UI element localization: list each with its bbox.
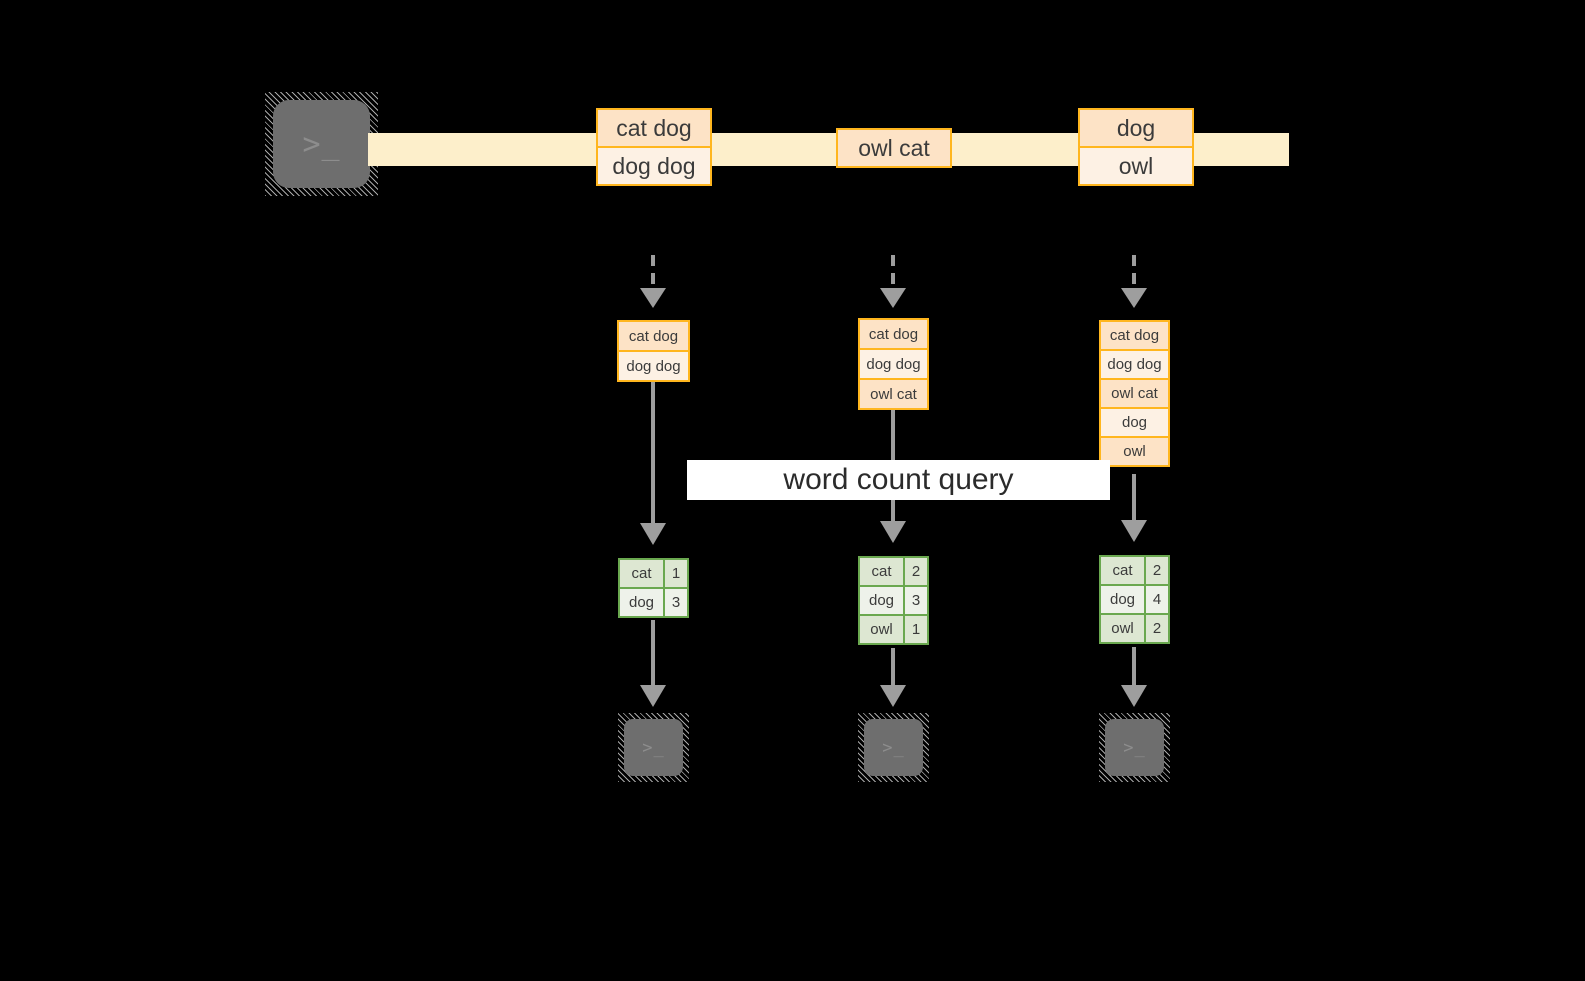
record-row: dog dog (596, 146, 712, 186)
terminal-body (864, 719, 923, 776)
query-label: word count query (783, 463, 1014, 496)
result-count-cell: 3 (903, 585, 929, 616)
terminal-body (624, 719, 683, 776)
result-count-cell: 3 (663, 587, 689, 618)
terminal-body (273, 100, 370, 188)
terminal-prompt-glyph: >_ (882, 737, 905, 758)
snapshot-3-tap-line (1132, 255, 1136, 290)
table-row: cat 2 (858, 556, 929, 587)
result-word-cell: dog (618, 587, 665, 618)
record-row: cat dog (596, 108, 712, 148)
result-word-cell: owl (858, 614, 905, 645)
snapshot-3-tap-arrowhead (1121, 288, 1147, 308)
snapshot-2-input-table: cat dog dog dog owl cat (858, 318, 929, 410)
result-count-cell: 2 (1144, 613, 1170, 644)
result-word-cell: cat (1099, 555, 1146, 586)
record-row: dog (1078, 108, 1194, 148)
result-count-cell: 2 (903, 556, 929, 587)
snapshot-3-result-table: cat 2 dog 4 owl 2 (1099, 555, 1170, 644)
snapshot-3-sink-terminal-icon: >_ (1099, 713, 1170, 782)
snapshot-1-result-table: cat 1 dog 3 (618, 558, 689, 618)
result-count-cell: 2 (1144, 555, 1170, 586)
snapshot-1-sink-terminal-icon: >_ (618, 713, 689, 782)
snapshot-1-query-line (651, 382, 655, 525)
terminal-prompt-glyph: >_ (1123, 737, 1146, 758)
snapshot-2-query-arrowhead (880, 521, 906, 543)
result-word-cell: dog (858, 585, 905, 616)
snapshot-1-tap-arrowhead (640, 288, 666, 308)
terminal-prompt-glyph: >_ (302, 126, 341, 162)
snapshot-1-sink-arrowhead (640, 685, 666, 707)
record-row: dog (1099, 407, 1170, 438)
record-group-3: dog owl (1078, 108, 1194, 186)
record-row: owl cat (836, 128, 952, 168)
source-terminal-icon: >_ (265, 92, 378, 196)
record-group-2: owl cat (836, 128, 952, 168)
table-row: owl 2 (1099, 613, 1170, 644)
record-row: dog dog (617, 350, 690, 382)
terminal-prompt-glyph: >_ (642, 737, 665, 758)
terminal-body (1105, 719, 1164, 776)
record-row: cat dog (1099, 320, 1170, 351)
record-row: cat dog (858, 318, 929, 350)
snapshot-1-input-table: cat dog dog dog (617, 320, 690, 382)
snapshot-2-tap-arrowhead (880, 288, 906, 308)
snapshot-2-sink-terminal-icon: >_ (858, 713, 929, 782)
result-word-cell: cat (618, 558, 665, 589)
result-word-cell: dog (1099, 584, 1146, 615)
table-row: cat 2 (1099, 555, 1170, 586)
result-count-cell: 1 (903, 614, 929, 645)
result-word-cell: owl (1099, 613, 1146, 644)
record-row: owl (1078, 146, 1194, 186)
result-count-cell: 4 (1144, 584, 1170, 615)
snapshot-2-result-table: cat 2 dog 3 owl 1 (858, 556, 929, 645)
record-row: dog dog (858, 348, 929, 380)
query-label-band: word count query (687, 460, 1110, 500)
snapshot-2-sink-line (891, 648, 895, 687)
snapshot-1-sink-line (651, 620, 655, 687)
snapshot-3-sink-arrowhead (1121, 685, 1147, 707)
record-row: owl cat (1099, 378, 1170, 409)
result-count-cell: 1 (663, 558, 689, 589)
snapshot-3-input-table: cat dog dog dog owl cat dog owl (1099, 320, 1170, 467)
record-group-1: cat dog dog dog (596, 108, 712, 186)
table-row: dog 4 (1099, 584, 1170, 615)
snapshot-3-sink-line (1132, 647, 1136, 687)
stream-arrowhead (1289, 123, 1321, 175)
table-row: owl 1 (858, 614, 929, 645)
record-row: owl cat (858, 378, 929, 410)
table-row: dog 3 (618, 587, 689, 618)
record-row: cat dog (617, 320, 690, 352)
snapshot-3-query-arrowhead (1121, 520, 1147, 542)
snapshot-2-tap-line (891, 255, 895, 290)
table-row: cat 1 (618, 558, 689, 589)
snapshot-1-tap-line (651, 255, 655, 290)
record-row: owl (1099, 436, 1170, 467)
result-word-cell: cat (858, 556, 905, 587)
record-row: dog dog (1099, 349, 1170, 380)
snapshot-1-query-arrowhead (640, 523, 666, 545)
snapshot-3-query-line (1132, 474, 1136, 522)
table-row: dog 3 (858, 585, 929, 616)
snapshot-2-sink-arrowhead (880, 685, 906, 707)
